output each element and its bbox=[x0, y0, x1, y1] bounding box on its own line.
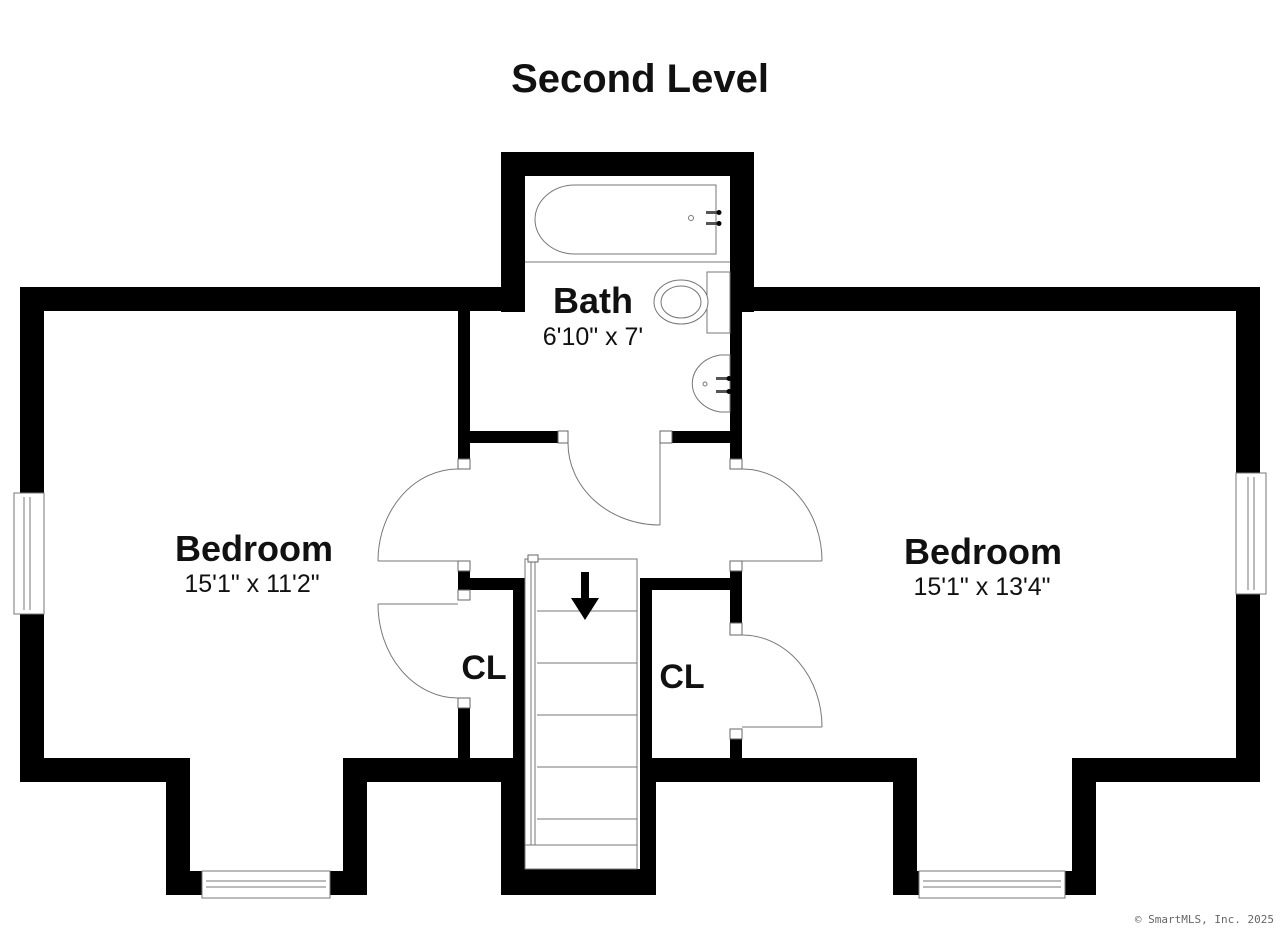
room-name-bath: Bath bbox=[553, 280, 633, 321]
bathtub-icon bbox=[525, 184, 730, 263]
door-bedroom-left bbox=[377, 458, 471, 572]
room-name-closet-left: CL bbox=[461, 649, 506, 687]
page-title: Second Level bbox=[511, 57, 769, 101]
room-dims-bedroom-right: 15'1" x 13'4" bbox=[913, 573, 1050, 601]
arrow-down-icon bbox=[571, 572, 599, 620]
sink-icon bbox=[691, 354, 732, 413]
door-closet-left bbox=[377, 589, 471, 709]
door-closet-right bbox=[729, 622, 823, 740]
window-left-bay bbox=[201, 870, 331, 899]
room-dims-bath: 6'10" x 7' bbox=[543, 323, 643, 351]
room-name-bedroom-right: Bedroom bbox=[904, 531, 1062, 572]
room-name-bedroom-left: Bedroom bbox=[175, 528, 333, 569]
room-bath: Bath 6'10" x 7' bbox=[543, 280, 643, 351]
interior-walls bbox=[458, 311, 742, 758]
bath-fixtures bbox=[525, 184, 732, 413]
room-bedroom-right: Bedroom 15'1" x 13'4" bbox=[904, 531, 1062, 601]
windows bbox=[13, 472, 1267, 899]
window-right-bay bbox=[918, 870, 1066, 899]
room-bedroom-left: Bedroom 15'1" x 11'2" bbox=[175, 528, 333, 598]
room-name-closet-right: CL bbox=[659, 658, 704, 696]
copyright-notice: © SmartMLS, Inc. 2025 bbox=[1135, 913, 1274, 926]
door-bath bbox=[557, 430, 673, 526]
toilet-icon bbox=[653, 271, 731, 334]
room-dims-bedroom-left: 15'1" x 11'2" bbox=[184, 570, 319, 598]
window-right-wall bbox=[1235, 472, 1267, 595]
door-bedroom-right bbox=[729, 458, 823, 572]
exterior-walls bbox=[20, 152, 1260, 895]
doors bbox=[377, 430, 823, 740]
window-left-wall bbox=[13, 492, 45, 615]
staircase bbox=[524, 554, 638, 870]
